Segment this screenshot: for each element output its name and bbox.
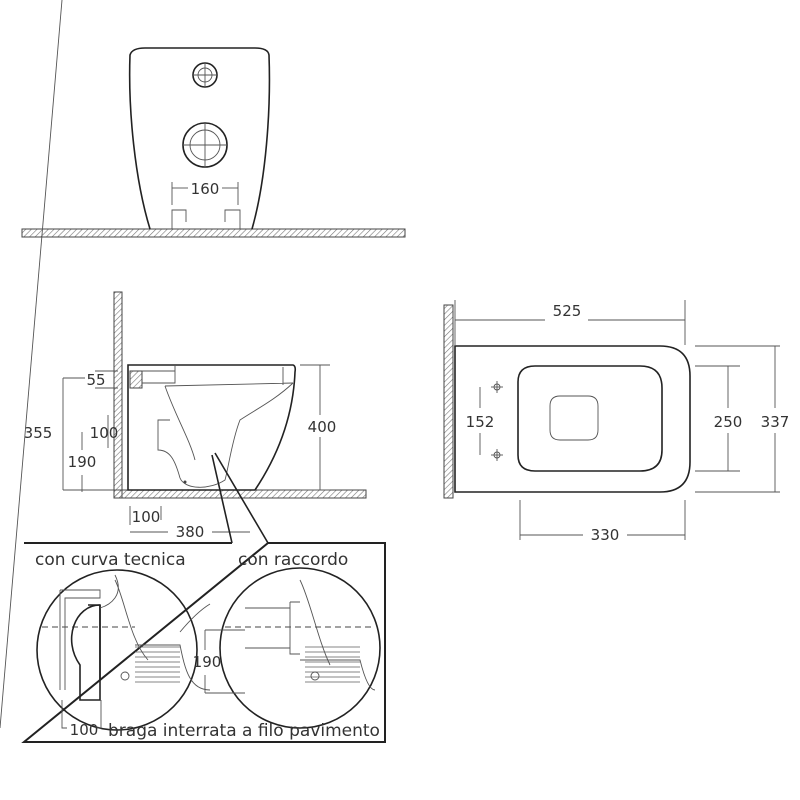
fixing-feet [171,209,241,229]
toilet-front-outline [128,47,271,230]
seat-outline [517,365,663,472]
dim-seat-length: 330 [591,526,620,544]
wall-hatch [443,304,454,499]
detail-caption: braga interrata a filo pavimento [108,721,380,741]
detail-dim-outlet-height: 190 [193,653,222,671]
callout-pointer [211,452,269,544]
dim-seat-width: 250 [714,413,743,431]
callout-box [21,542,386,743]
dim-fixing-spacing: 152 [466,413,495,431]
detail-left-circle [0,0,211,731]
detail-right-title: con raccordo [238,550,348,570]
fixing-hole-icon [491,449,503,461]
plan-view: 525 152 250 337 330 [443,300,790,544]
dim-inlet-size: 55 [86,371,105,389]
toilet-plan-outline [454,345,691,493]
floor-hatch [21,228,406,238]
bowl-opening [549,395,599,441]
dim-depth: 380 [176,523,205,541]
dim-length: 525 [553,302,582,320]
dim-total-width: 337 [761,413,790,431]
inlet-section [129,370,143,389]
toilet-side-outline [127,364,297,491]
detail-dim-offset: 100 [70,721,99,739]
dim-height: 400 [308,418,337,436]
detail-left-title: con curva tecnica [35,550,186,570]
front-view: 160 [21,47,406,238]
side-view: 400 355 190 100 55 100 380 [24,291,367,544]
detail-callout: con curva tecnica con raccordo 190 100 b… [0,0,386,743]
dim-wall-to-outlet: 100 [132,508,161,526]
dim-outlet-spacing: 160 [191,180,220,198]
fixing-hole-icon [491,381,503,393]
wall-hatch [113,291,123,499]
detail-right-circle [204,567,381,729]
dim-outlet-size: 100 [90,424,119,442]
dim-outlet-height: 190 [68,453,97,471]
dim-inlet-height: 355 [24,424,53,442]
